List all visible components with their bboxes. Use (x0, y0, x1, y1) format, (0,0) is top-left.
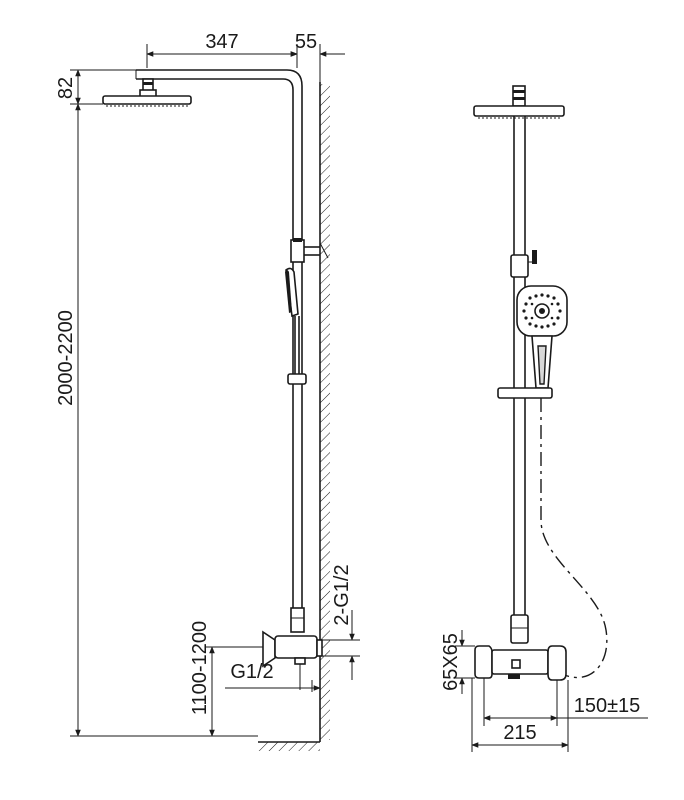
dim-body-size: 65X65 (440, 630, 475, 694)
dim-arm-length: 347 (146, 31, 298, 68)
mixer-front (474, 645, 567, 681)
hose (540, 398, 608, 679)
front-view: 65X65 150±15 215 (440, 85, 648, 752)
dim-inlet-thread: G1/2 (225, 661, 321, 692)
dim-outlet-thread: 2-G1/2 (322, 564, 360, 680)
dim-total-height: 2000-2200 (55, 103, 258, 737)
dim-55-label: 55 (295, 31, 317, 53)
riser-joint (290, 607, 305, 633)
dim-g12-label: G1/2 (230, 661, 273, 683)
dim-150-label: 150±15 (574, 695, 641, 717)
dim-2g12-label: 2-G1/2 (331, 564, 353, 625)
dim-215-label: 215 (503, 722, 536, 744)
wall (258, 82, 330, 751)
dim-wall-offset: 55 (283, 31, 345, 84)
side-view: 347 55 82 2000-2200 1100-1200 (55, 31, 360, 751)
dim-overall-width: 215 (471, 678, 569, 752)
riser-front (510, 116, 537, 644)
dim-2000-2200-label: 2000-2200 (55, 310, 77, 406)
head-shower-side (102, 78, 192, 107)
hand-shower-side (285, 267, 307, 385)
hand-shower-front (497, 285, 568, 399)
dim-347-label: 347 (205, 31, 238, 53)
head-shower-front (473, 85, 565, 119)
dim-82-label: 82 (55, 77, 77, 99)
mixer-side (262, 630, 323, 690)
dim-mixer-height: 1100-1200 (189, 621, 263, 737)
dim-65x65-label: 65X65 (440, 633, 462, 691)
spray-nozzles (522, 293, 562, 329)
dim-inlet-spacing: 150±15 (483, 678, 648, 726)
wall-bracket (290, 238, 329, 263)
riser-pipe (135, 69, 303, 610)
dim-1100-1200-label: 1100-1200 (189, 621, 211, 715)
